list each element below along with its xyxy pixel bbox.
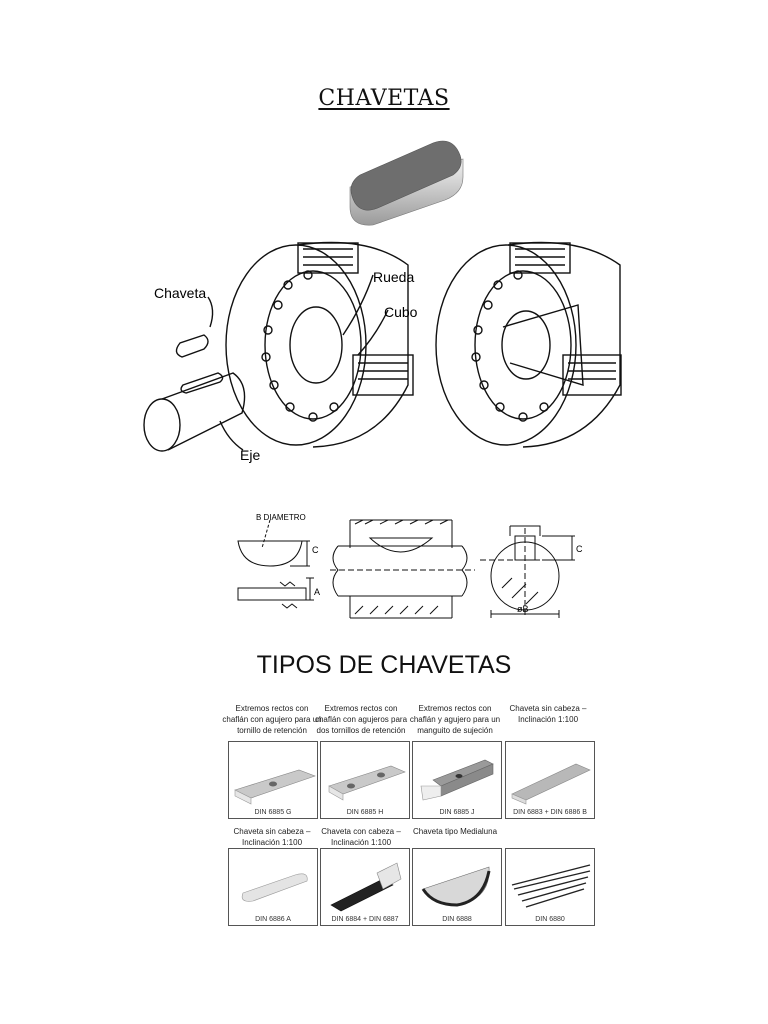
key-type-card-7: DIN 6888 — [412, 848, 502, 926]
din-label-8: DIN 6880 — [535, 916, 565, 923]
label-c-right: C — [576, 544, 583, 554]
assembly-diagram: Chaveta Rueda Cubo Eje — [143, 241, 622, 463]
din-label-3: DIN 6885 J — [439, 809, 475, 816]
din-label-4: DIN 6883 + DIN 6886 B — [513, 809, 587, 816]
dimension-drawing: B DIAMETRO C A C øB — [237, 513, 583, 619]
caption-type-1: Extremos rectos con chaflán con agujero … — [222, 704, 322, 735]
caption-type-3: Extremos rectos con chaflán y agujero pa… — [409, 704, 501, 735]
caption-type-2: Extremos rectos con chaflán con agujeros… — [314, 704, 408, 735]
key-a-image — [241, 873, 308, 902]
label-shaft: Eje — [240, 447, 260, 463]
caption-type-4: Chaveta sin cabeza – Inclinación 1:100 — [509, 704, 587, 724]
din-label-6: DIN 6884 + DIN 6887 — [331, 916, 399, 923]
label-wheel: Rueda — [373, 269, 414, 285]
key-type-card-2: DIN 6885 H — [320, 741, 410, 819]
key-h-image — [328, 765, 406, 801]
key-head-image — [330, 862, 402, 912]
key-woodruff-image — [421, 866, 491, 907]
label-a: A — [314, 587, 320, 597]
label-c: C — [312, 545, 319, 555]
caption-type-5: Chaveta sin cabeza – Inclinación 1:100 — [233, 827, 311, 847]
caption-type-6: Chaveta con cabeza – Inclinación 1:100 — [321, 827, 401, 847]
key-g-image — [234, 769, 316, 805]
key-type-card-3: DIN 6885 J — [412, 741, 502, 819]
section-title: TIPOS DE CHAVETAS — [256, 651, 512, 679]
key-type-card-1: DIN 6885 G — [228, 741, 318, 819]
caption-type-7: Chaveta tipo Medialuna — [412, 827, 498, 836]
din-label-2: DIN 6885 H — [346, 809, 384, 816]
key-type-card-8: DIN 6880 — [505, 848, 595, 926]
page-title: CHAVETAS — [318, 86, 450, 111]
key-needle-image — [511, 864, 591, 908]
din-label-1: DIN 6885 G — [254, 809, 292, 816]
label-phi-b: øB — [517, 604, 529, 614]
key-b-image — [511, 763, 591, 805]
key-type-card-6: DIN 6884 + DIN 6887 — [320, 848, 410, 926]
key-type-card-4: DIN 6883 + DIN 6886 B — [505, 741, 595, 819]
din-label-7: DIN 6888 — [442, 916, 472, 923]
key-type-card-5: DIN 6886 A — [228, 848, 318, 926]
label-diameter: B DIAMETRO — [256, 513, 306, 522]
din-label-5: DIN 6886 A — [255, 916, 291, 923]
label-key: Chaveta — [154, 285, 206, 301]
key-j-image — [420, 759, 494, 801]
label-hub: Cubo — [384, 304, 418, 320]
key-3d-image — [349, 140, 464, 226]
